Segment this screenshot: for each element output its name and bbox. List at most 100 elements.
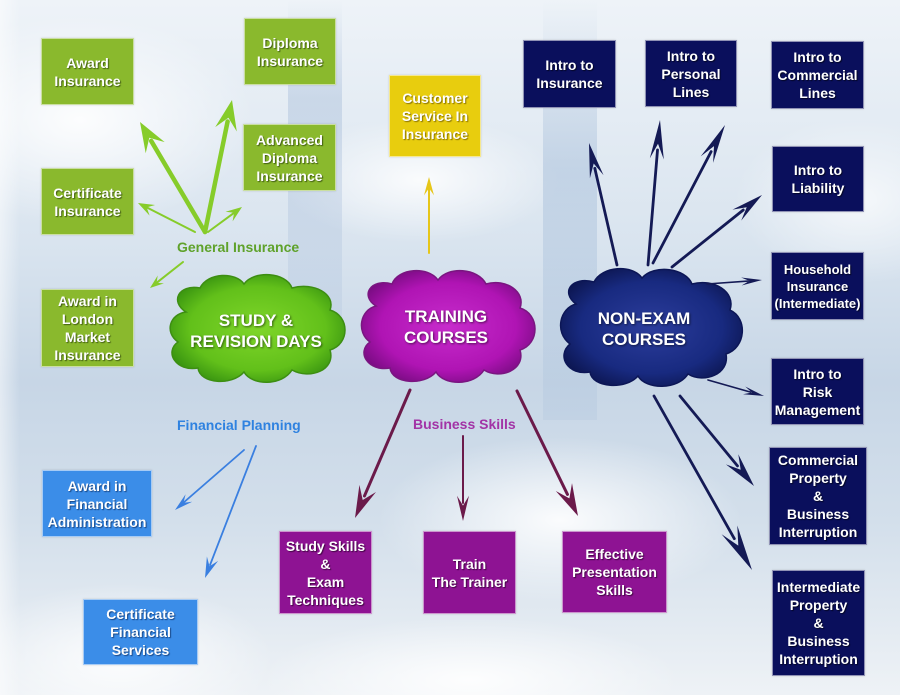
arrow-shaft — [155, 261, 184, 285]
cloud-training-courses — [360, 269, 536, 383]
course-intro-to-insurance[interactable]: Intro to Insurance — [523, 40, 616, 108]
arrow-head — [140, 122, 165, 154]
arrow-shaft — [707, 379, 752, 393]
course-label: Advanced Diploma Insurance — [256, 131, 323, 184]
arrow-to-advanced-diploma-insurance — [207, 207, 242, 233]
course-label: Award Insurance — [54, 54, 121, 89]
arrow-to-study-skills — [355, 388, 412, 518]
arrow-to-award-financial-admin — [175, 449, 245, 510]
arrow-shaft — [207, 211, 235, 233]
arrow-to-intro-commercial-lines — [651, 125, 725, 265]
course-diploma-insurance[interactable]: Diploma Insurance — [244, 18, 336, 85]
arrow-to-diploma-insurance — [202, 100, 237, 235]
course-commercial-property-business-interruption[interactable]: Commercial Property & Business Interrupt… — [769, 447, 867, 545]
arrows-layer — [138, 100, 764, 578]
arrow-shaft — [651, 150, 713, 265]
arrow-head — [424, 177, 434, 196]
cloud-non-exam-courses — [559, 267, 744, 387]
course-award-financial-administration[interactable]: Award in Financial Administration — [42, 470, 152, 537]
course-award-london-market-insurance[interactable]: Award in London Market Insurance — [41, 289, 134, 367]
category-financial-planning: Financial Planning — [177, 417, 301, 433]
arrow-shaft — [148, 138, 208, 235]
arrow-to-train-the-trainer — [457, 435, 469, 521]
course-label: Intro to Commercial Lines — [777, 49, 858, 101]
hub-label: TRAINING COURSES — [403, 307, 489, 347]
arrow-shaft — [209, 445, 257, 566]
arrow-head — [700, 125, 725, 163]
arrow-head — [589, 143, 604, 179]
arrow-to-intro-insurance — [589, 143, 619, 267]
arrow-head — [457, 495, 469, 521]
course-label: Commercial Property & Business Interrupt… — [777, 452, 859, 540]
arrow-head — [725, 454, 754, 486]
course-label: Intro to Risk Management — [774, 365, 861, 418]
course-certificate-financial-services[interactable]: Certificate Financial Services — [83, 599, 198, 665]
arrow-shaft — [183, 449, 245, 504]
course-intro-to-liability[interactable]: Intro to Liability — [772, 146, 864, 212]
arrow-to-intro-risk-management — [707, 379, 764, 396]
hub-training-courses[interactable]: TRAINING COURSES — [368, 296, 524, 358]
arrow-head — [649, 120, 664, 160]
arrow-to-household-insurance — [706, 277, 762, 286]
course-label: Intro to Personal Lines — [661, 47, 721, 100]
cloud-study-revision-days — [169, 273, 346, 383]
arrow-shaft — [515, 389, 569, 496]
course-label: Award in Financial Administration — [47, 477, 147, 530]
arrow-shaft — [706, 280, 749, 285]
course-effective-presentation-skills[interactable]: Effective Presentation Skills — [562, 531, 667, 613]
arrow-to-certificate-insurance — [138, 203, 196, 233]
arrow-head — [225, 207, 242, 222]
arrow-to-intermediate-property — [652, 394, 752, 570]
arrow-head — [205, 556, 219, 578]
course-label: Study Skills & Exam Techniques — [285, 537, 366, 608]
arrow-shaft — [362, 388, 412, 498]
hub-non-exam-courses[interactable]: NON-EXAM COURSES — [566, 298, 722, 360]
arrow-head — [355, 484, 376, 518]
arrow-to-effective-presentation — [515, 389, 578, 516]
course-label: Effective Presentation Skills — [572, 546, 657, 598]
course-train-the-trainer[interactable]: Train The Trainer — [423, 531, 516, 614]
course-label: Diploma Insurance — [256, 34, 324, 69]
course-intro-to-risk-management[interactable]: Intro to Risk Management — [771, 358, 864, 425]
course-intermediate-property-business-interruption[interactable]: Intermediate Property & Business Interru… — [772, 570, 865, 676]
arrow-shaft — [646, 148, 659, 267]
course-label: Intermediate Property & Business Interru… — [776, 579, 861, 667]
course-advanced-diploma-insurance[interactable]: Advanced Diploma Insurance — [243, 124, 336, 191]
course-label: Certificate Financial Services — [106, 606, 175, 658]
arrow-head — [138, 203, 156, 216]
category-business-skills: Business Skills — [413, 416, 516, 432]
arrow-to-intro-personal-lines — [646, 120, 664, 267]
hub-label: STUDY & REVISION DAYS — [190, 311, 322, 351]
hub-label: NON-EXAM COURSES — [597, 309, 691, 349]
arrow-head — [215, 100, 237, 132]
course-label: Certificate Insurance — [53, 184, 122, 219]
arrow-head — [743, 386, 764, 396]
arrow-head — [150, 275, 164, 288]
course-award-insurance[interactable]: Award Insurance — [41, 38, 134, 105]
arrow-head — [741, 277, 762, 286]
arrow-shaft — [593, 166, 619, 267]
course-study-skills-exam-techniques[interactable]: Study Skills & Exam Techniques — [279, 531, 372, 614]
arrow-shaft — [652, 394, 736, 541]
course-label: Household Insurance (Intermediate) — [774, 261, 861, 311]
course-label: Intro to Insurance — [536, 57, 603, 91]
arrow-head — [555, 483, 578, 516]
category-general-insurance: General Insurance — [177, 239, 300, 255]
arrow-to-london-market-insurance — [150, 261, 184, 288]
arrow-to-certificate-financial — [205, 445, 257, 578]
course-label: Award in London Market Insurance — [54, 293, 121, 363]
course-intro-to-commercial-lines[interactable]: Intro to Commercial Lines — [771, 41, 864, 109]
arrow-to-commercial-property — [678, 394, 754, 486]
arrow-to-customer-service — [424, 177, 434, 254]
hub-study-revision-days[interactable]: STUDY & REVISION DAYS — [176, 300, 336, 362]
course-customer-service-in-insurance[interactable]: Customer Service In Insurance — [389, 75, 481, 157]
course-label: Customer Service In Insurance — [401, 90, 469, 142]
arrow-shaft — [202, 119, 230, 235]
course-label: Intro to Liability — [791, 162, 845, 196]
arrow-shaft — [670, 208, 745, 269]
course-intro-to-personal-lines[interactable]: Intro to Personal Lines — [645, 40, 737, 107]
arrow-to-intro-liability — [670, 195, 762, 269]
course-household-insurance-intermediate[interactable]: Household Insurance (Intermediate) — [771, 252, 864, 320]
course-certificate-insurance[interactable]: Certificate Insurance — [41, 168, 134, 235]
